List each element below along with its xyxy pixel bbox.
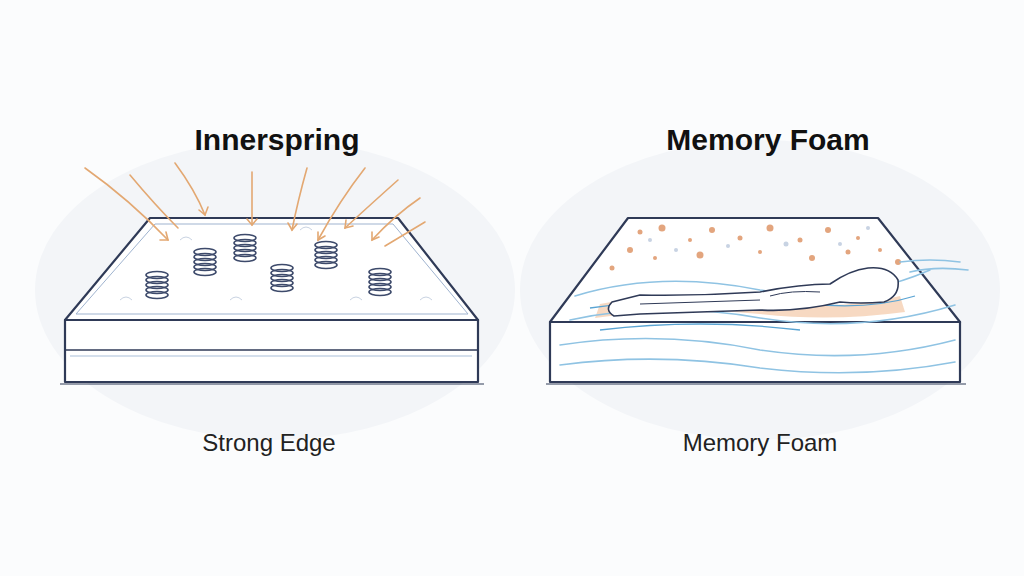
mattress-caption: Memory Foam xyxy=(683,429,838,457)
mattress-heading: Memory Foam xyxy=(666,123,869,157)
memory-foam-mattress xyxy=(546,218,968,384)
backdrop xyxy=(520,140,1000,440)
backdrop xyxy=(35,140,515,440)
mattress-caption: Strong Edge xyxy=(202,429,335,457)
mattress-heading: Innerspring xyxy=(194,123,359,157)
innerspring-mattress xyxy=(60,163,484,384)
